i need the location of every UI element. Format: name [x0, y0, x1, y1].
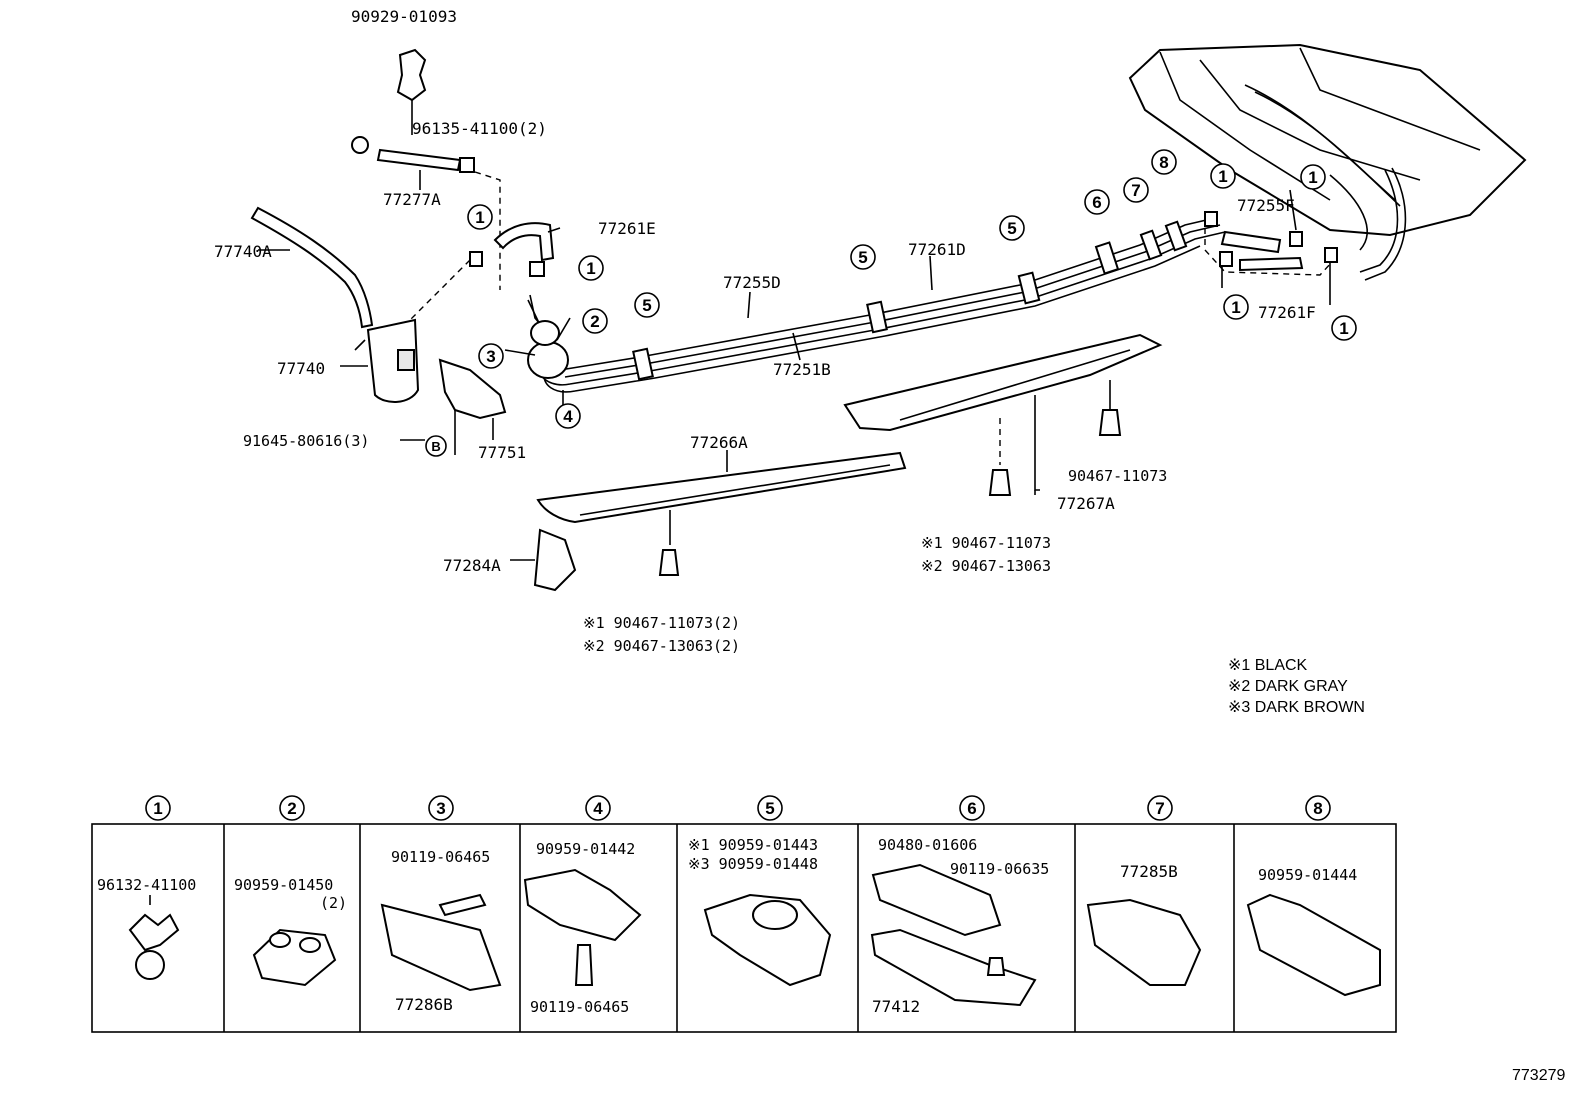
label-91645-80616: 91645-80616(3) — [243, 432, 369, 450]
label-77740A: 77740A — [214, 242, 272, 261]
svg-text:5: 5 — [765, 799, 774, 818]
svg-text:1: 1 — [1308, 168, 1317, 187]
svg-text:1: 1 — [1231, 298, 1240, 317]
svg-text:1: 1 — [586, 259, 595, 278]
label-77261E: 77261E — [598, 219, 656, 238]
part-labels: 90929-01093 96135-41100(2) 77277A 77740A… — [214, 7, 1316, 655]
figure-id: 773279 — [1512, 1067, 1565, 1084]
svg-text:6: 6 — [1092, 193, 1101, 212]
svg-text:5: 5 — [1007, 219, 1016, 238]
label-77251B: 77251B — [773, 360, 831, 379]
label-77740: 77740 — [277, 359, 325, 378]
panel-1: 1 96132-41100 — [97, 795, 196, 980]
svg-text:4: 4 — [563, 407, 573, 426]
svg-text:8: 8 — [1313, 799, 1322, 818]
label-90929-01093: 90929-01093 — [351, 7, 457, 26]
label-77277A: 77277A — [383, 190, 441, 209]
legend-black: ※1 BLACK — [1228, 657, 1308, 674]
label-90467-13063-2: ※2 90467-13063(2) — [583, 637, 740, 655]
panel-5: 5 ※1 90959-01443 ※3 90959-01448 — [688, 795, 832, 987]
svg-text:77286B: 77286B — [395, 995, 453, 1014]
leader-lines — [258, 227, 1036, 561]
svg-text:90480-01606: 90480-01606 — [878, 836, 977, 854]
label-77751: 77751 — [478, 443, 526, 462]
svg-text:6: 6 — [967, 799, 976, 818]
svg-text:77412: 77412 — [872, 997, 920, 1016]
label-90467-11073-2: ※1 90467-11073(2) — [583, 614, 740, 632]
label-90467-13063-b: ※2 90467-13063 — [921, 557, 1051, 575]
svg-text:90959-01442: 90959-01442 — [536, 840, 635, 858]
svg-text:90119-06465: 90119-06465 — [530, 998, 629, 1016]
svg-text:8: 8 — [1159, 153, 1168, 172]
svg-text:※3 90959-01448: ※3 90959-01448 — [688, 855, 818, 873]
svg-text:96132-41100: 96132-41100 — [97, 876, 196, 894]
front-hoses-and-canister — [250, 48, 555, 455]
svg-text:B: B — [431, 439, 440, 454]
svg-text:1: 1 — [475, 208, 484, 227]
svg-text:(2): (2) — [320, 894, 347, 912]
panel-6: 6 90480-01606 90119-06635 77412 — [870, 795, 1049, 1016]
label-77284A: 77284A — [443, 556, 501, 575]
panel-2: 2 90959-01450 (2) — [234, 795, 347, 987]
protector-plates — [533, 333, 1163, 592]
svg-text:1: 1 — [153, 799, 162, 818]
svg-text:77285B: 77285B — [1120, 862, 1178, 881]
svg-text:2: 2 — [287, 799, 296, 818]
svg-text:90959-01444: 90959-01444 — [1258, 866, 1357, 884]
label-90467-11073: 90467-11073 — [1068, 467, 1167, 485]
label-77255F: 77255F — [1237, 196, 1295, 215]
svg-text:4: 4 — [593, 799, 603, 818]
svg-text:90959-01450: 90959-01450 — [234, 876, 333, 894]
label-90467-11073-b: ※1 90467-11073 — [921, 534, 1051, 552]
svg-text:1: 1 — [1218, 167, 1227, 186]
svg-text:3: 3 — [436, 799, 445, 818]
panel-7: 7 77285B — [1086, 795, 1202, 986]
fuel-tank-illustration — [1128, 43, 1527, 281]
svg-text:1: 1 — [1339, 319, 1348, 338]
main-fuel-lines — [527, 217, 1226, 393]
rear-hoses — [1204, 189, 1338, 305]
svg-text:5: 5 — [642, 296, 651, 315]
color-legend: ※1 BLACK ※2 DARK GRAY ※3 DARK BROWN — [1228, 657, 1365, 716]
svg-text:7: 7 — [1155, 799, 1164, 818]
panel-4: 4 90959-01442 90119-06465 — [523, 795, 642, 1016]
label-77255D: 77255D — [723, 273, 781, 292]
svg-text:90119-06635: 90119-06635 — [950, 860, 1049, 878]
legend-dark-gray: ※2 DARK GRAY — [1228, 678, 1348, 695]
label-77261D: 77261D — [908, 240, 966, 259]
label-77261F: 77261F — [1258, 303, 1316, 322]
panel-8: 8 90959-01444 — [1246, 795, 1381, 997]
svg-text:3: 3 — [486, 347, 495, 366]
circled-markers: 1 1 2 3 4 5 5 5 6 7 8 1 1 1 1 B — [425, 149, 1357, 457]
svg-text:※1 90959-01443: ※1 90959-01443 — [688, 836, 818, 854]
detail-panels: 1 96132-41100 2 90959-01450 (2) 3 90119-… — [91, 795, 1397, 1033]
svg-text:5: 5 — [858, 248, 867, 267]
label-77267A: 77267A — [1057, 494, 1115, 513]
svg-text:2: 2 — [590, 312, 599, 331]
legend-dark-brown: ※3 DARK BROWN — [1228, 699, 1365, 716]
label-77266A: 77266A — [690, 433, 748, 452]
svg-text:7: 7 — [1131, 181, 1140, 200]
panel-3: 3 90119-06465 77286B — [380, 795, 502, 1014]
svg-text:90119-06465: 90119-06465 — [391, 848, 490, 866]
label-96135-41100: 96135-41100(2) — [412, 119, 547, 138]
